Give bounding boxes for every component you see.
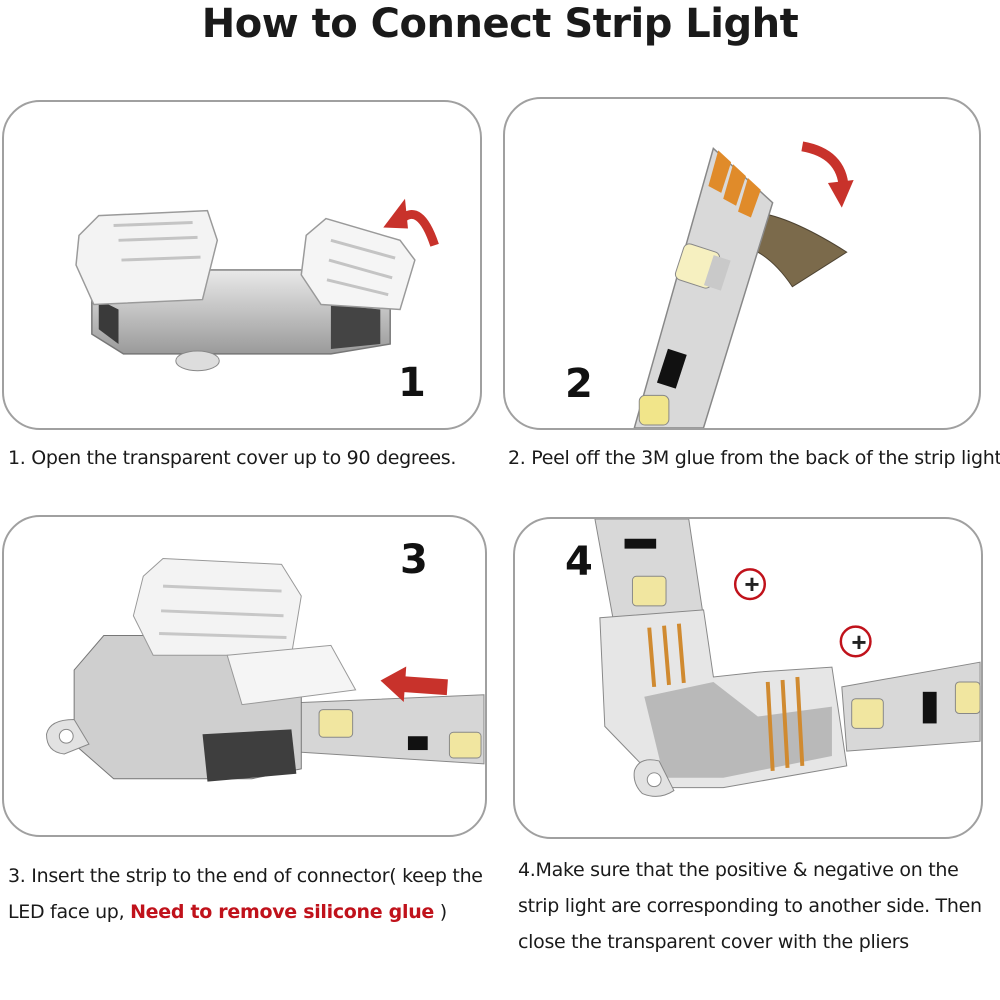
- step-3-warning-text: Need to remove silicone glue: [130, 901, 434, 923]
- step-4-caption: 4.Make sure that the positive & negative…: [518, 852, 998, 960]
- step-2-caption: 2. Peel off the 3M glue from the back of…: [508, 440, 1000, 476]
- polarity-mark-2: +: [848, 627, 870, 657]
- step-4-number: 4: [565, 539, 593, 585]
- step-3-panel: 3: [2, 515, 487, 837]
- step-3-number: 3: [400, 537, 428, 583]
- step-1-panel: 1: [2, 100, 482, 430]
- step-2-panel: 2: [503, 97, 981, 430]
- step-1-caption: 1. Open the transparent cover up to 90 d…: [8, 440, 488, 476]
- step-2-number: 2: [565, 361, 593, 407]
- step-4-panel: + + 4: [513, 517, 983, 839]
- step-3-caption: 3. Insert the strip to the end of connec…: [8, 858, 493, 930]
- step-1-number: 1: [398, 360, 426, 406]
- polarity-mark-1: +: [741, 569, 763, 599]
- step-3-caption-end: ): [434, 901, 447, 923]
- page-title: How to Connect Strip Light: [0, 0, 1000, 48]
